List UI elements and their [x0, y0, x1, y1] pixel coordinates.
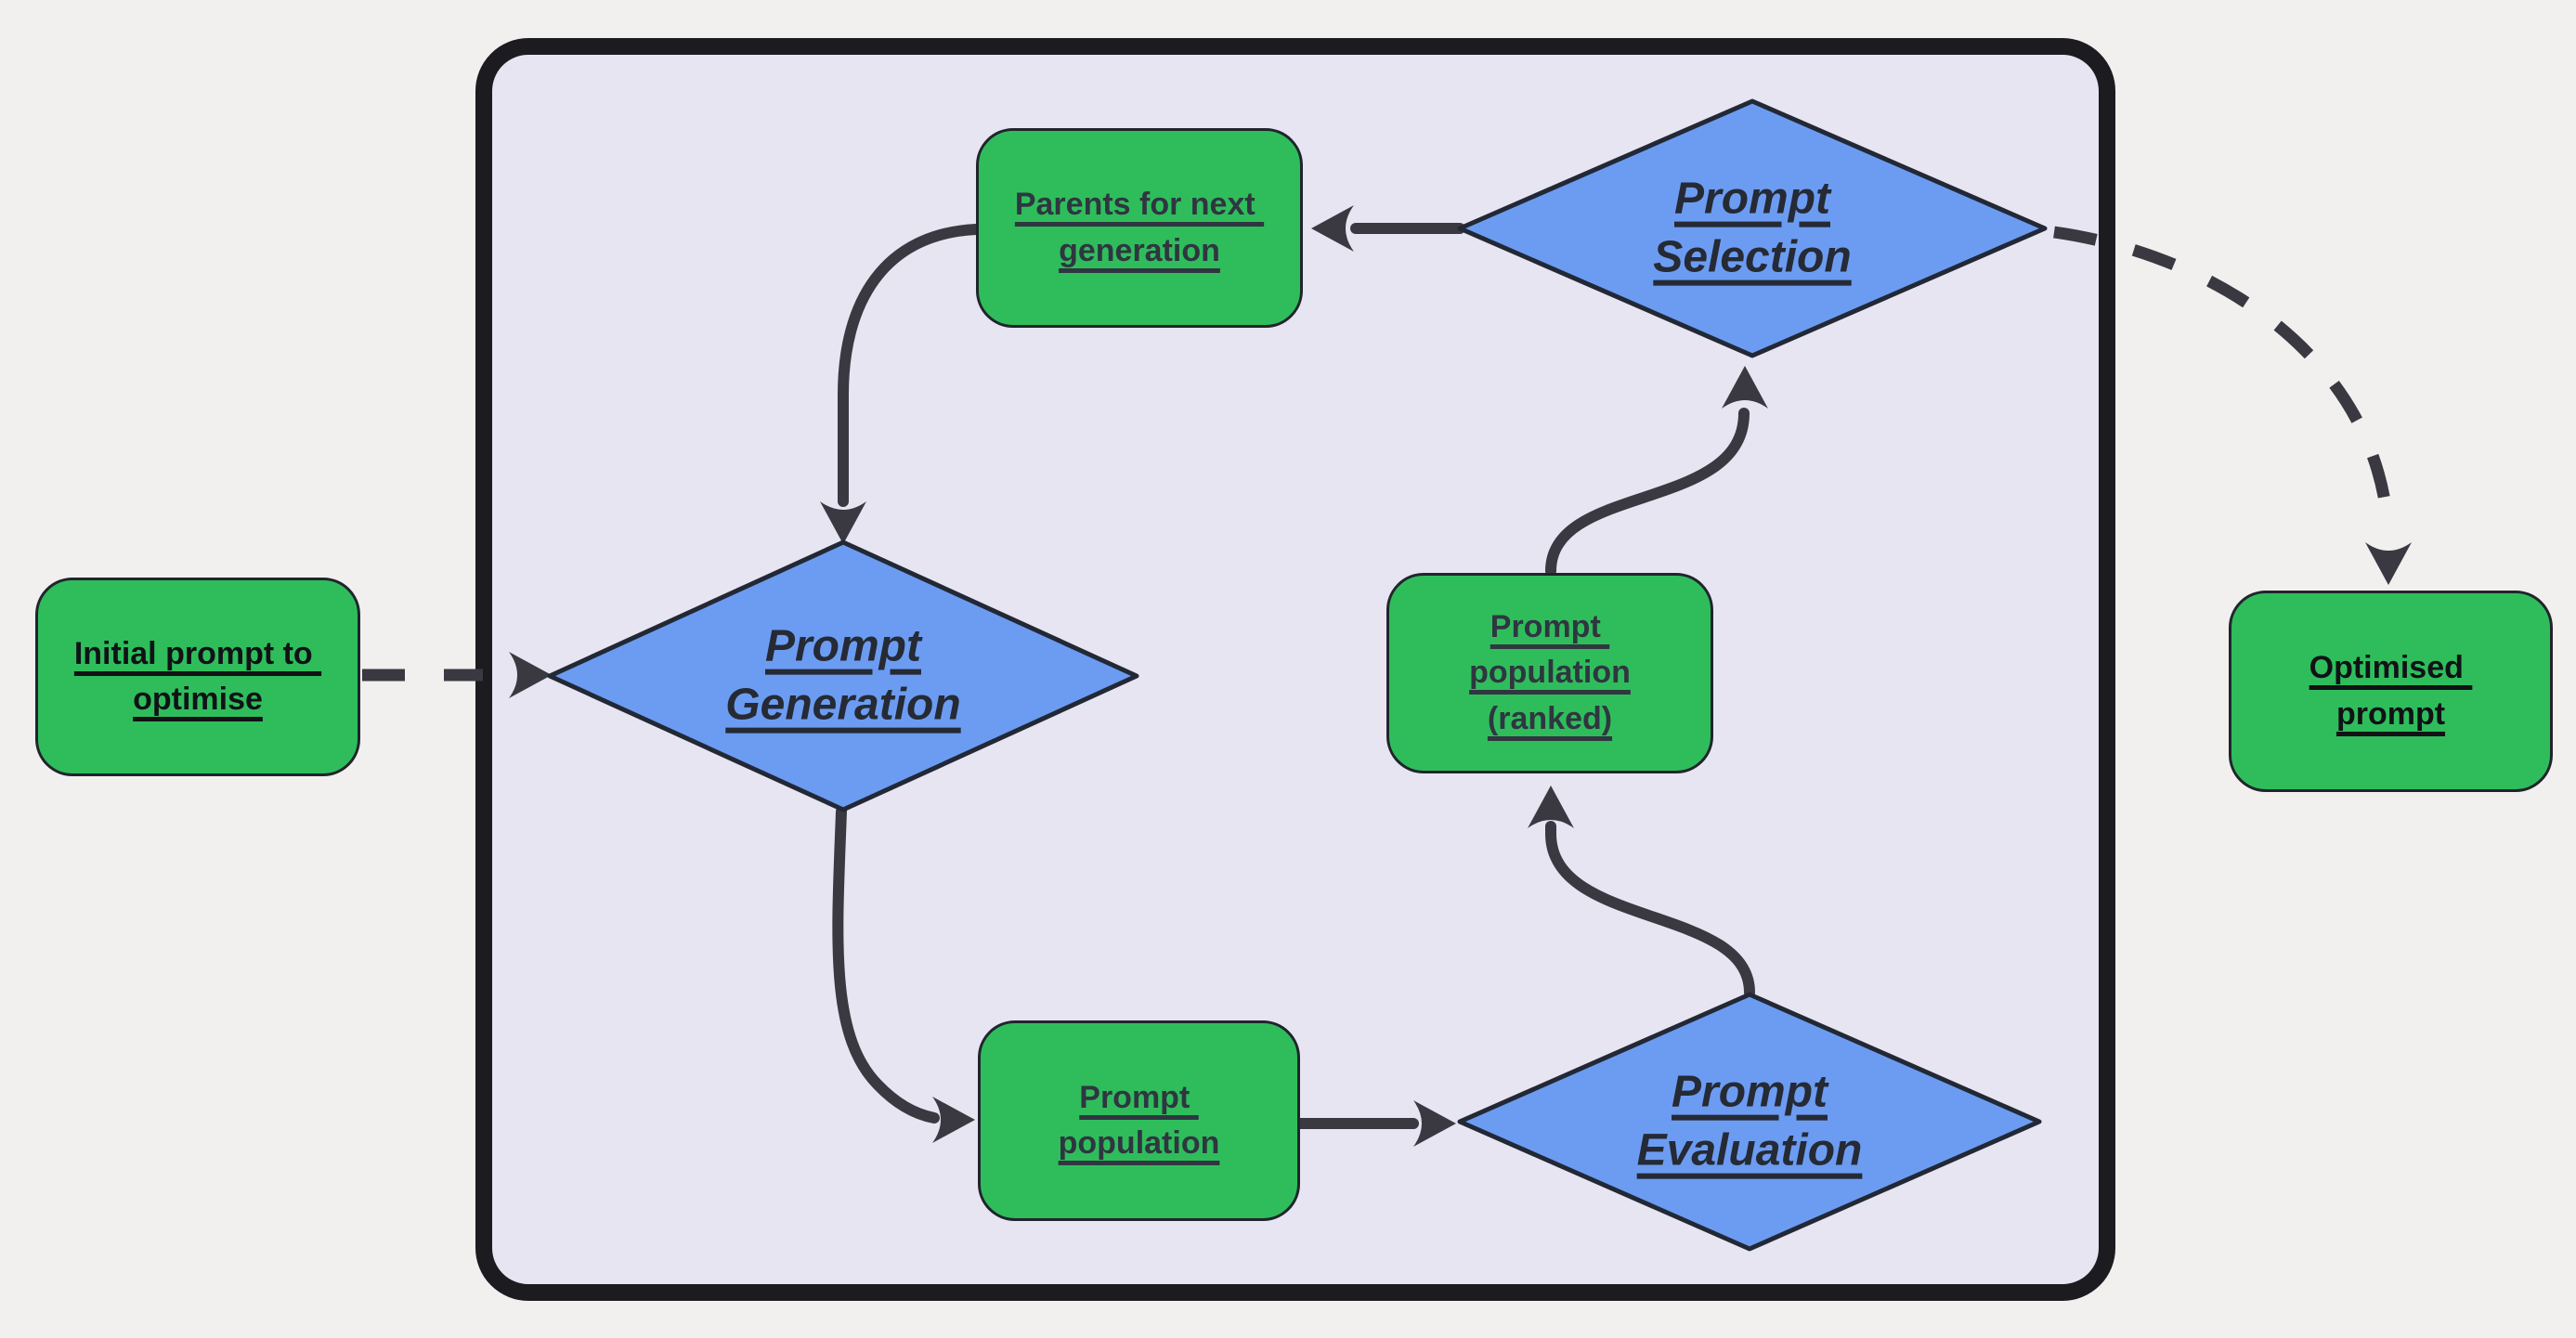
prompt-selection-diamond [1457, 98, 2048, 358]
edge-generation-to-population [832, 806, 975, 1143]
prompt-generation-diamond [547, 539, 1139, 812]
label-prompt-selection: Prompt Selection [1653, 174, 1852, 282]
edge-parents-to-generation [820, 224, 982, 544]
label-prompt-generation: Prompt Generation [725, 621, 961, 730]
prompt-evaluation-diamond [1457, 992, 2042, 1252]
loop-container-box [475, 38, 2115, 1301]
node-optimised-prompt: Optimised prompt [2229, 591, 2553, 792]
node-prompt-population: Prompt population [978, 1020, 1300, 1221]
edge-selection-to-parents [1311, 205, 1465, 252]
node-initial-prompt: Initial prompt to optimise [35, 578, 360, 776]
edge-evaluation-to-ranked [1528, 786, 1755, 998]
edge-selection-to-optimised [2053, 226, 2412, 585]
edge-ranked-to-selection [1545, 366, 1768, 577]
edge-population-to-evaluation [1295, 1100, 1456, 1147]
edge-initial-to-generation [362, 652, 552, 698]
node-parents-next-generation: Parents for next generation [976, 128, 1303, 328]
node-prompt-population-ranked: Prompt population (ranked) [1386, 573, 1713, 773]
label-prompt-evaluation: Prompt Evaluation [1636, 1067, 1863, 1176]
